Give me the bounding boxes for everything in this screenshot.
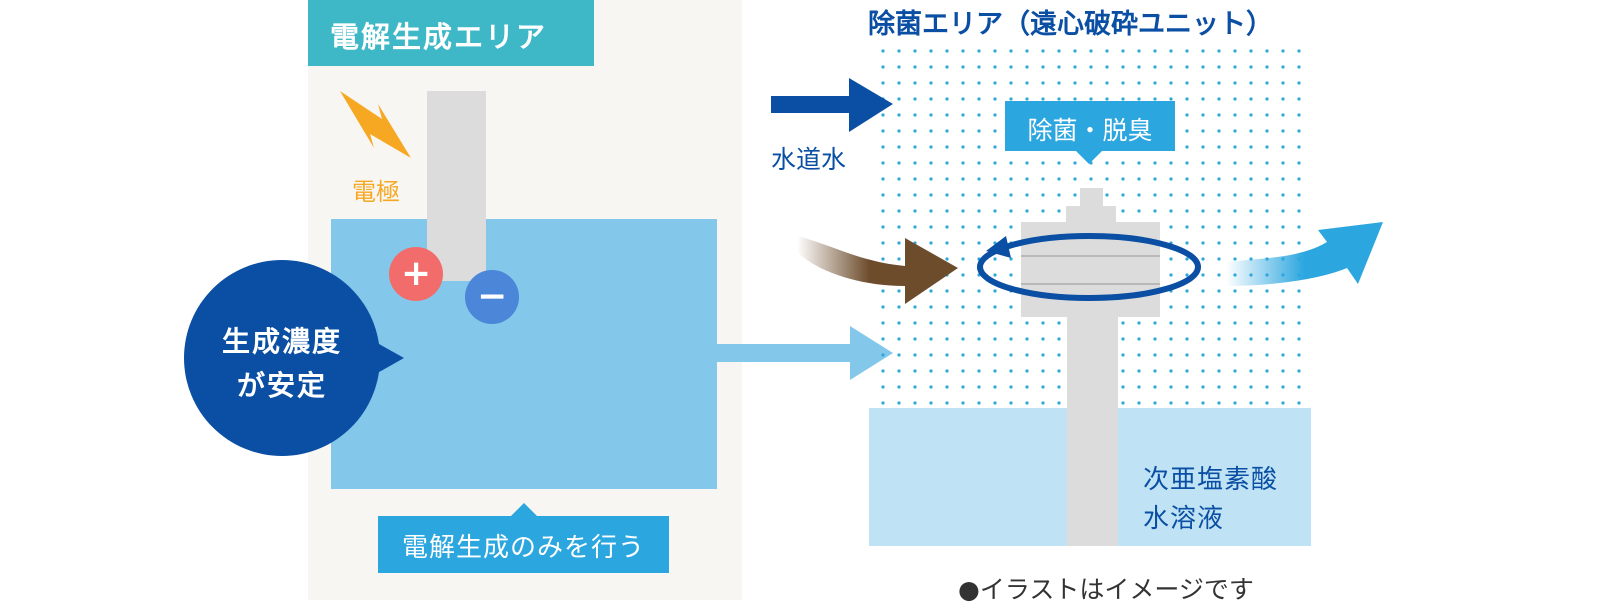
sterilization-callout-box [1005,101,1175,151]
plus-icon: + [401,253,432,294]
callout-pointer [1075,150,1103,164]
electrolysis-caption: 電解生成のみを行う [401,533,645,563]
tap-water-label: 水道水 [771,145,847,174]
minus-icon: − [477,276,508,317]
concentration-bubble [184,260,380,456]
unit-cap [1080,188,1103,206]
tap-water-arrow-head [849,78,893,132]
tap-water-arrow-shaft [771,96,851,113]
bubble-pointer [372,340,404,376]
clean-air-arrow [1226,222,1383,286]
lightning-icon [340,91,411,158]
electrolysis-caption-box [378,516,669,573]
electrode [427,91,486,281]
solution-label-line1: 次亜塩素酸 [1143,465,1279,495]
bubble-text-line1: 生成濃度 [221,325,342,358]
electrolysis-title-box [308,0,594,66]
unit-shaft [1067,314,1118,546]
sterilization-callout: 除菌・脱臭 [1027,116,1153,145]
solution-label-line2: 水溶液 [1143,504,1225,534]
dirty-air-arrow [797,236,958,304]
rotation-ring [977,233,1201,301]
unit-top [1066,206,1116,224]
sterilization-area-title: 除菌エリア（遠心破砕ユニット） [868,9,1273,40]
image-footnote: ●イラストはイメージです [958,575,1254,604]
outflow-arrow-shaft [717,344,853,362]
plus-circle [389,247,443,301]
caption-pointer [510,503,538,517]
electrode-label: 電極 [352,178,400,206]
rotation-arrow-head [986,236,1011,258]
electrolysis-area-title: 電解生成エリア [330,20,548,54]
bubble-text-line2: が安定 [236,369,327,402]
minus-circle [465,270,519,324]
